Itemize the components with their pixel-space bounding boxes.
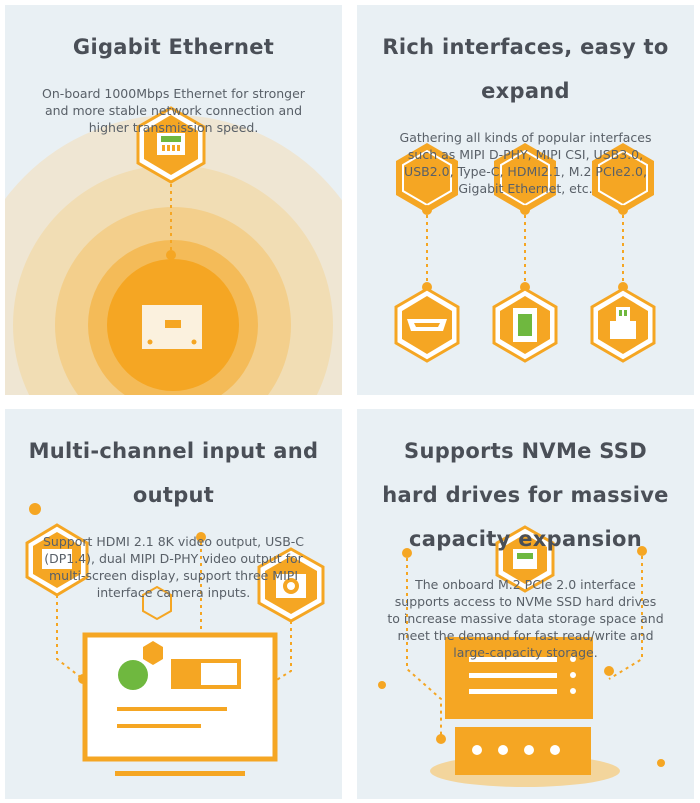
feature-card-multi-channel-io: Multi-channel input and output Support H… xyxy=(5,409,342,799)
display-port-icon xyxy=(25,523,89,597)
usb-port-icon xyxy=(590,287,656,363)
multi-channel-illustration xyxy=(25,503,325,776)
storage-server-icon xyxy=(445,637,593,775)
board-chip-icon xyxy=(142,305,202,349)
nvme-illustration xyxy=(378,525,665,787)
interfaces-illustration xyxy=(394,143,656,363)
hdmi-port-icon xyxy=(394,287,460,363)
card-title: Supports NVMe SSD hard drives for massiv… xyxy=(382,439,669,551)
ssd-chip-icon xyxy=(495,525,555,593)
m2-slot-icon xyxy=(492,287,558,363)
feature-card-rich-interfaces: Rich interfaces, easy to expand Gatherin… xyxy=(357,5,694,395)
ethernet-port-icon xyxy=(136,106,206,184)
card-description: On-board 1000Mbps Ethernet for stronger … xyxy=(42,86,305,135)
card-title: Multi-channel input and output xyxy=(28,439,319,507)
feature-card-nvme-ssd: Supports NVMe SSD hard drives for massiv… xyxy=(357,409,694,799)
card-description: Gathering all kinds of popular interface… xyxy=(399,130,652,196)
card-description: The onboard M.2 PCIe 2.0 interface suppo… xyxy=(387,577,664,660)
camera-icon xyxy=(257,547,325,623)
monitor-icon xyxy=(82,632,278,776)
ethernet-illustration xyxy=(5,106,342,395)
card-title: Rich interfaces, easy to expand xyxy=(382,35,669,103)
feature-card-gigabit-ethernet: Gigabit Ethernet On-board 1000Mbps Ether… xyxy=(5,5,342,395)
card-title: Gigabit Ethernet xyxy=(72,35,275,59)
card-description: Support HDMI 2.1 8K video output, USB-C … xyxy=(42,534,305,600)
